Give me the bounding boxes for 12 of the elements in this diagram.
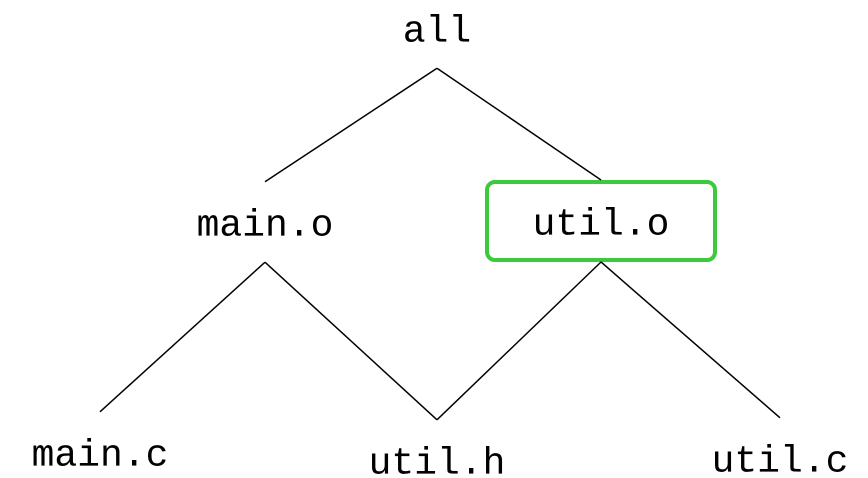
file-label: all [405, 14, 470, 42]
file-label: main.c [33, 438, 166, 466]
highlighted-box: util.o [485, 180, 717, 262]
file-label: main.o [198, 208, 331, 236]
connector-line [100, 262, 266, 412]
connector-line [436, 261, 602, 420]
connector-line [264, 262, 438, 420]
file-label: util.h [372, 446, 502, 474]
connector-line [264, 68, 438, 182]
connector-line [600, 261, 780, 418]
connector-line [436, 68, 602, 181]
file-label: util.c [715, 444, 846, 472]
